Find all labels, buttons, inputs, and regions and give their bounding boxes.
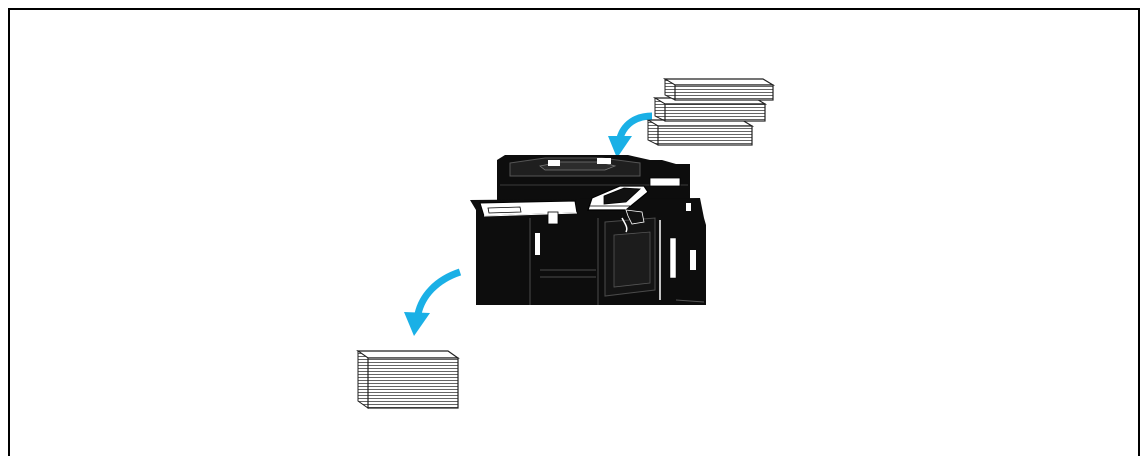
original-stack-group <box>648 79 773 145</box>
output-stack-icon <box>358 351 458 408</box>
copier-machine-icon <box>470 155 706 305</box>
original-stack-top <box>665 79 773 100</box>
original-stack-bottom <box>648 120 752 145</box>
feed-arrow-icon <box>608 116 652 158</box>
original-stack-middle <box>655 98 765 121</box>
output-arrow-icon <box>404 272 460 336</box>
